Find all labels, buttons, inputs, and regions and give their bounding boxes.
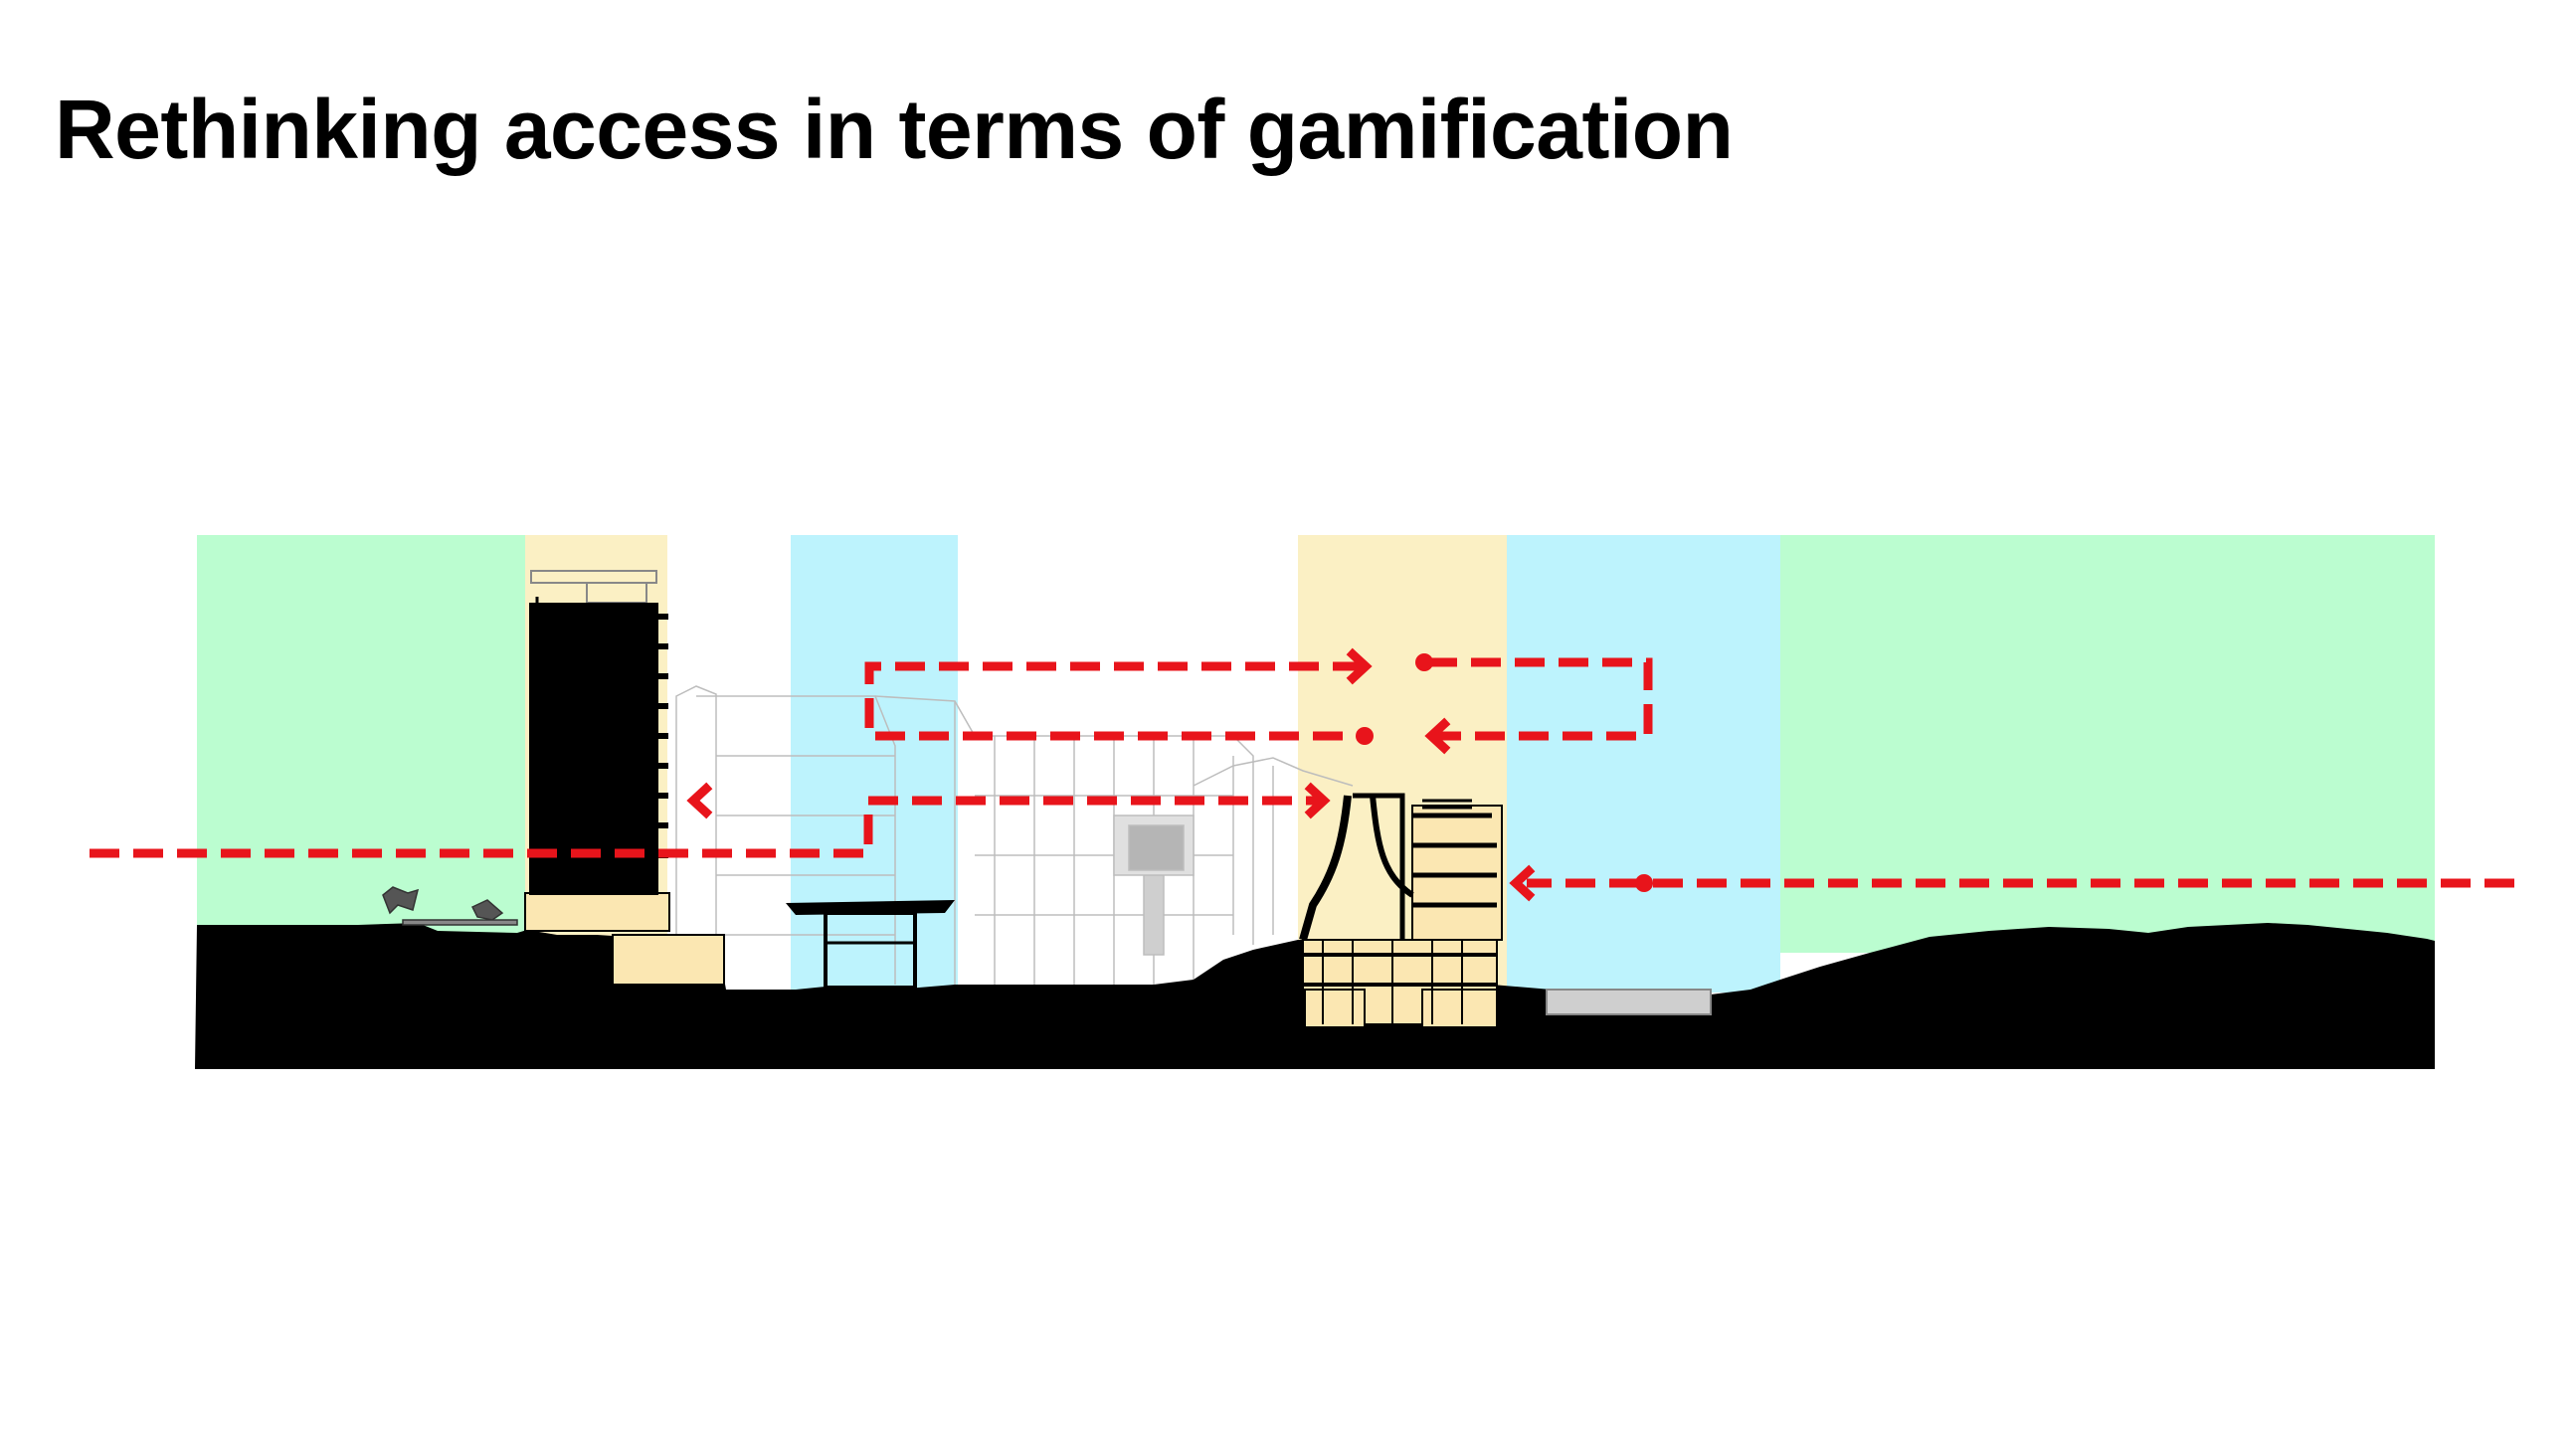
pool-feature <box>1546 989 1712 1015</box>
ground-section <box>195 923 2435 1069</box>
zone-green-right <box>1780 535 2435 953</box>
left-tower-plinth <box>612 934 725 986</box>
left-tower <box>529 570 668 895</box>
zone-blue-mid <box>791 535 958 993</box>
path-upper-loop <box>864 661 1363 741</box>
path-dots <box>1356 653 1653 892</box>
zone-blue-right <box>1507 535 1780 993</box>
building-outlines <box>675 685 1354 986</box>
canopy-pavilion <box>786 900 955 990</box>
dot-lower <box>1356 727 1374 745</box>
left-small-structures <box>382 886 518 926</box>
access-paths <box>90 657 2514 888</box>
left-tower-base <box>524 892 670 932</box>
arrow-right-upper <box>1346 647 1373 685</box>
arrow-right-lower <box>1304 782 1331 819</box>
path-right-loop <box>1427 657 1653 741</box>
dot-upper <box>1415 653 1433 671</box>
right-building-basement-a <box>1304 989 1366 1028</box>
zone-green-left <box>197 535 525 933</box>
slide-title: Rethinking access in terms of gamificati… <box>55 83 1734 176</box>
right-building-basement-b <box>1421 989 1498 1028</box>
dot-ground-right <box>1635 874 1653 892</box>
arrow-left-lower <box>686 782 713 819</box>
path-ground-left <box>90 796 1318 858</box>
podium-blocks <box>524 805 1503 1028</box>
arrowheads <box>686 647 1536 902</box>
arrow-left-ground <box>1509 864 1536 902</box>
arrow-left-right-loop <box>1424 717 1451 755</box>
right-building-frame <box>1299 793 1497 1024</box>
